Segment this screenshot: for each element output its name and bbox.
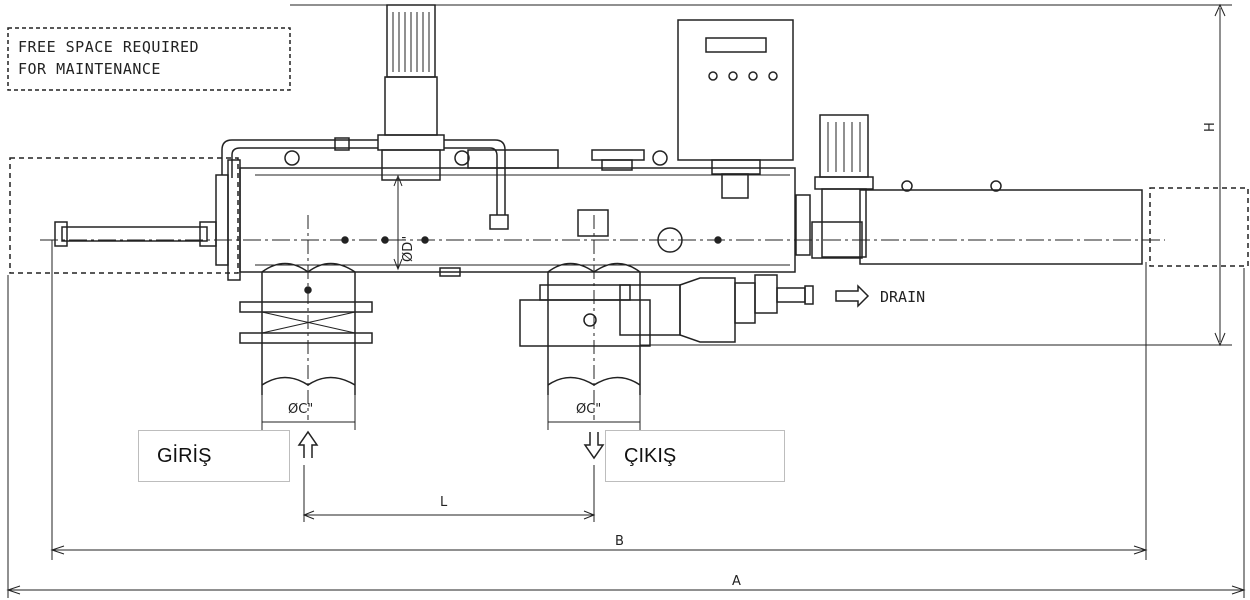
outlet-callout-text: ÇIKIŞ [624,444,677,467]
maintenance-note-line2: FOR MAINTENANCE [18,60,161,78]
dim-b-label: B [615,534,624,549]
inlet-callout: GİRİŞ [138,430,290,482]
free-space-region-right [1149,187,1249,267]
drain-arrow-icon [835,284,870,308]
dim-a-label: A [732,574,741,589]
inlet-flow-arrow-icon [297,430,319,458]
dim-h-label: H [1203,122,1218,132]
right-cylinder [859,189,1143,265]
outlet-callout: ÇIKIŞ [605,430,785,482]
right-end-cap [795,194,811,256]
piston-rod [61,226,208,242]
dia-body-label: ØD" [401,236,416,262]
control-panel-display [705,37,767,53]
dim-l-label: L [440,495,448,510]
maintenance-note-box [7,27,291,91]
maintenance-note-line1: FREE SPACE REQUIRED [18,38,199,56]
gearbox [384,76,438,136]
inlet-callout-text: GİRİŞ [157,444,212,467]
filter-body [239,167,796,273]
dia-outlet-label: ØC" [576,402,601,417]
inlet-valve-top-flange [239,301,373,313]
dia-inlet-label: ØC" [288,402,313,417]
drain-label: DRAIN [880,288,925,306]
free-space-region-left [9,157,239,274]
outlet-flow-arrow-icon [583,432,605,460]
outlet-pipe [547,272,641,395]
control-panel-box [677,19,794,161]
